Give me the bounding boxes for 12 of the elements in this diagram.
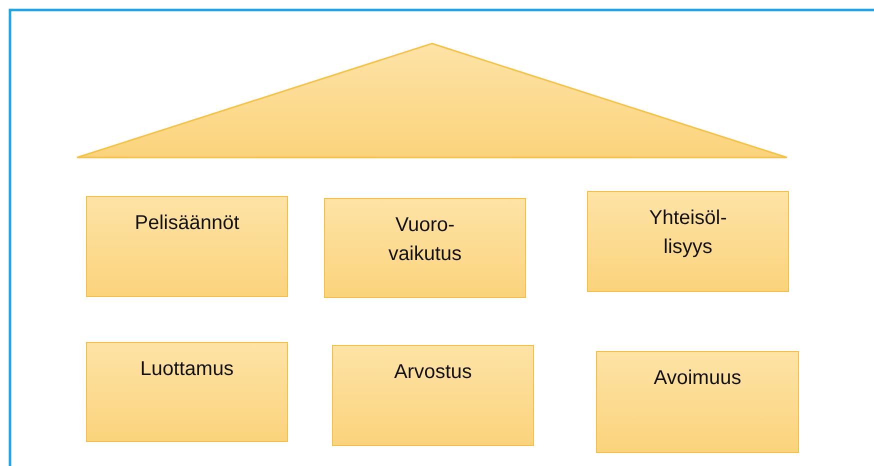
concept-box — [596, 351, 799, 453]
concept-box — [332, 345, 534, 446]
box-label: Avoimuus — [652, 366, 742, 391]
box-label: Yhteisöl- lisyys — [648, 206, 728, 260]
box-label: Pelisäännöt — [134, 211, 240, 236]
box-label: Luottamus — [139, 357, 235, 382]
concept-box — [86, 196, 288, 297]
concept-box — [324, 198, 526, 298]
box-label: Arvostus — [393, 360, 473, 385]
box-label: Vuoro- vaikutus — [387, 213, 463, 267]
concept-box — [86, 342, 288, 442]
concept-box — [587, 191, 789, 292]
